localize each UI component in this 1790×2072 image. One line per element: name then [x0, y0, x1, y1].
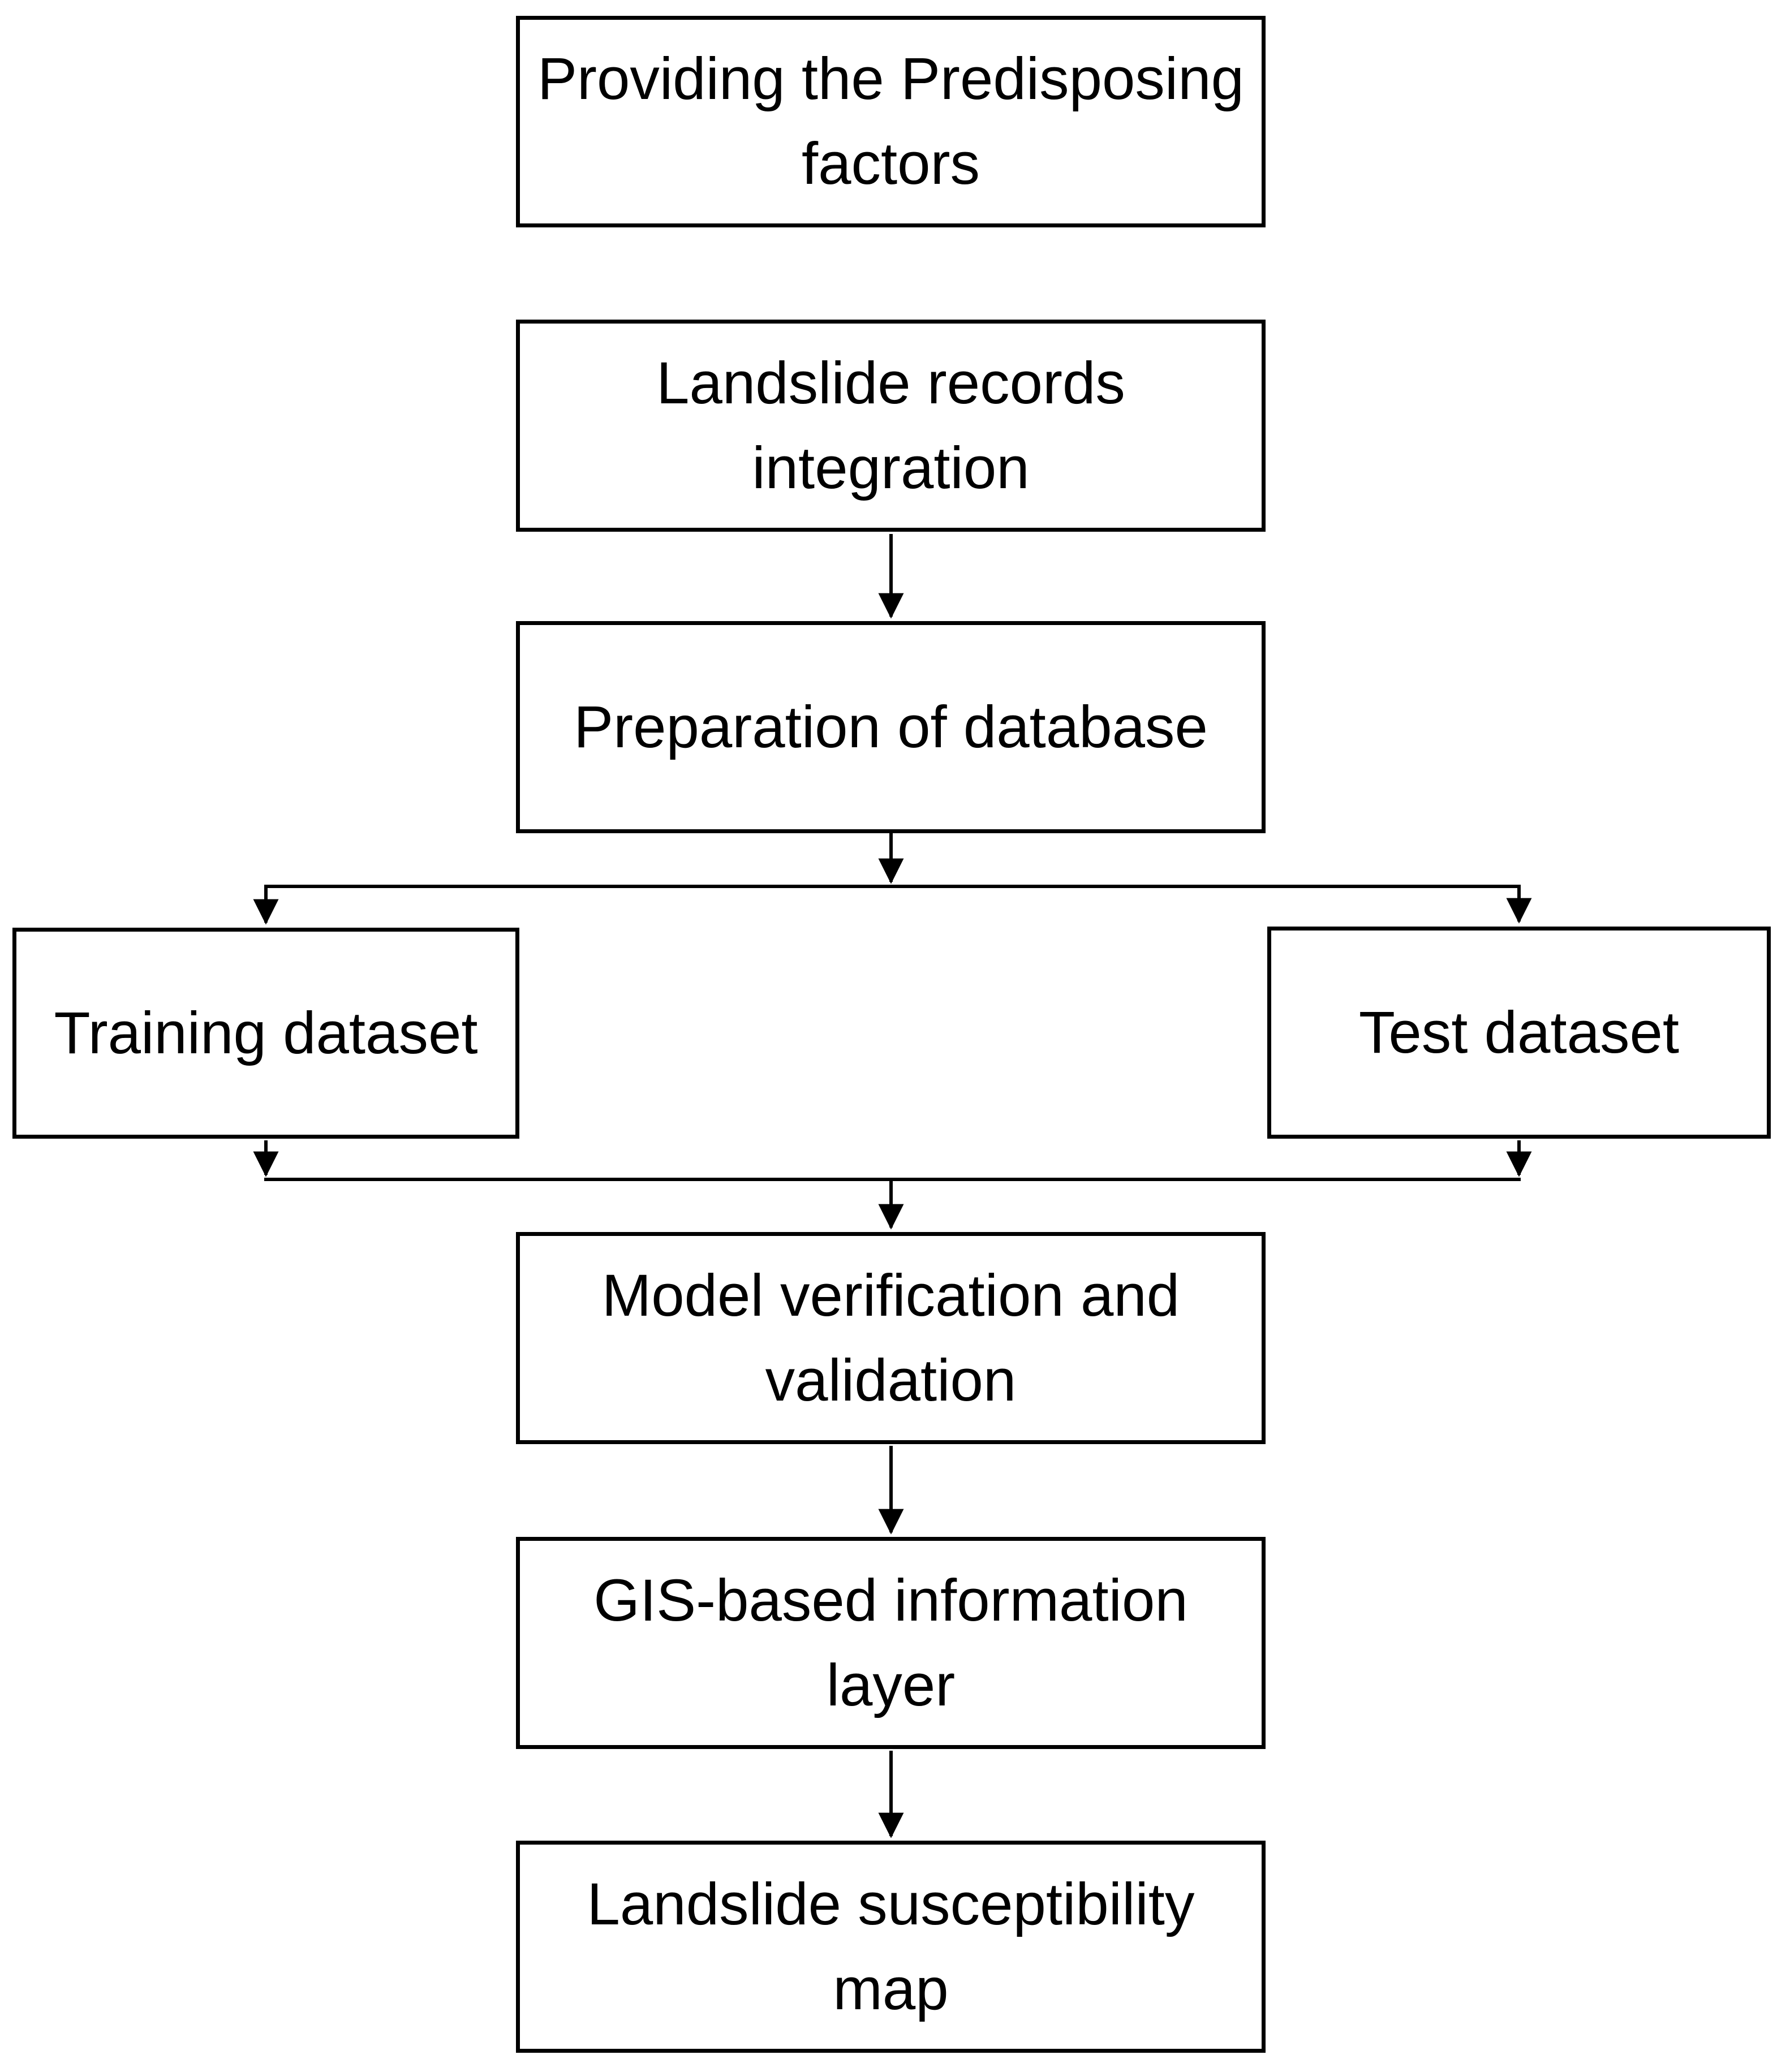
node-predisposing-factors: Providing the Predisposing factors [516, 16, 1266, 227]
node-landslide-records-integration: Landslide records integration [516, 320, 1266, 532]
node-model-verification-validation: Model verification and validation [516, 1232, 1266, 1444]
node-gis-information-layer: GIS-based information layer [516, 1537, 1266, 1749]
node-test-dataset: Test dataset [1267, 927, 1771, 1139]
node-training-dataset: Training dataset [12, 928, 519, 1139]
node-landslide-susceptibility-map: Landslide susceptibility map [516, 1841, 1266, 2053]
node-preparation-of-database: Preparation of database [516, 621, 1266, 833]
